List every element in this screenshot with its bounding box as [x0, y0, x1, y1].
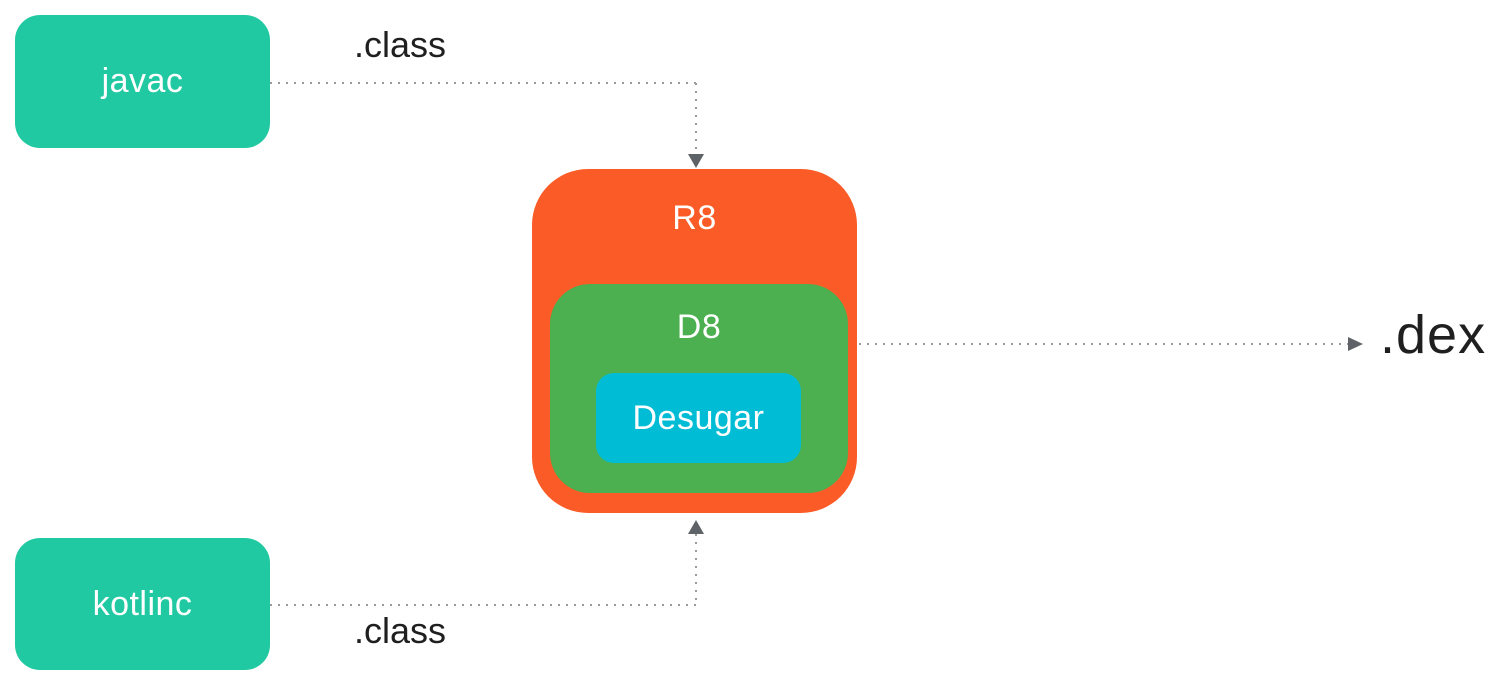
edge-javac-to-r8-horizontal-line	[270, 82, 696, 84]
edge-kotlinc-to-r8-vertical-line	[695, 534, 697, 604]
node-d8-label: D8	[676, 308, 722, 346]
node-desugar-label: Desugar	[632, 398, 765, 437]
arrowhead-down-icon	[688, 154, 704, 168]
arrowhead-up-icon	[688, 520, 704, 534]
output-label-dex: .dex	[1380, 305, 1487, 365]
node-r8: R8 D8 Desugar	[532, 169, 857, 513]
node-d8-title: D8	[550, 308, 848, 347]
edge-kotlinc-to-r8-horizontal-line	[270, 604, 696, 606]
node-r8-title: R8	[532, 199, 857, 238]
edge-r8-to-dex-line	[859, 343, 1348, 345]
edge-label-class-top: .class	[353, 24, 447, 65]
edge-label-class-bottom: .class	[353, 610, 447, 651]
edge-javac-to-r8-vertical-line	[695, 83, 697, 154]
arrowhead-right-icon	[1348, 337, 1363, 351]
node-javac-label: javac	[101, 62, 184, 100]
node-r8-label: R8	[672, 199, 717, 237]
node-javac: javac	[15, 15, 270, 148]
node-kotlinc-label: kotlinc	[92, 584, 193, 623]
node-desugar: Desugar	[596, 373, 801, 463]
node-d8: D8 Desugar	[550, 284, 848, 493]
node-kotlinc: kotlinc	[15, 538, 270, 670]
